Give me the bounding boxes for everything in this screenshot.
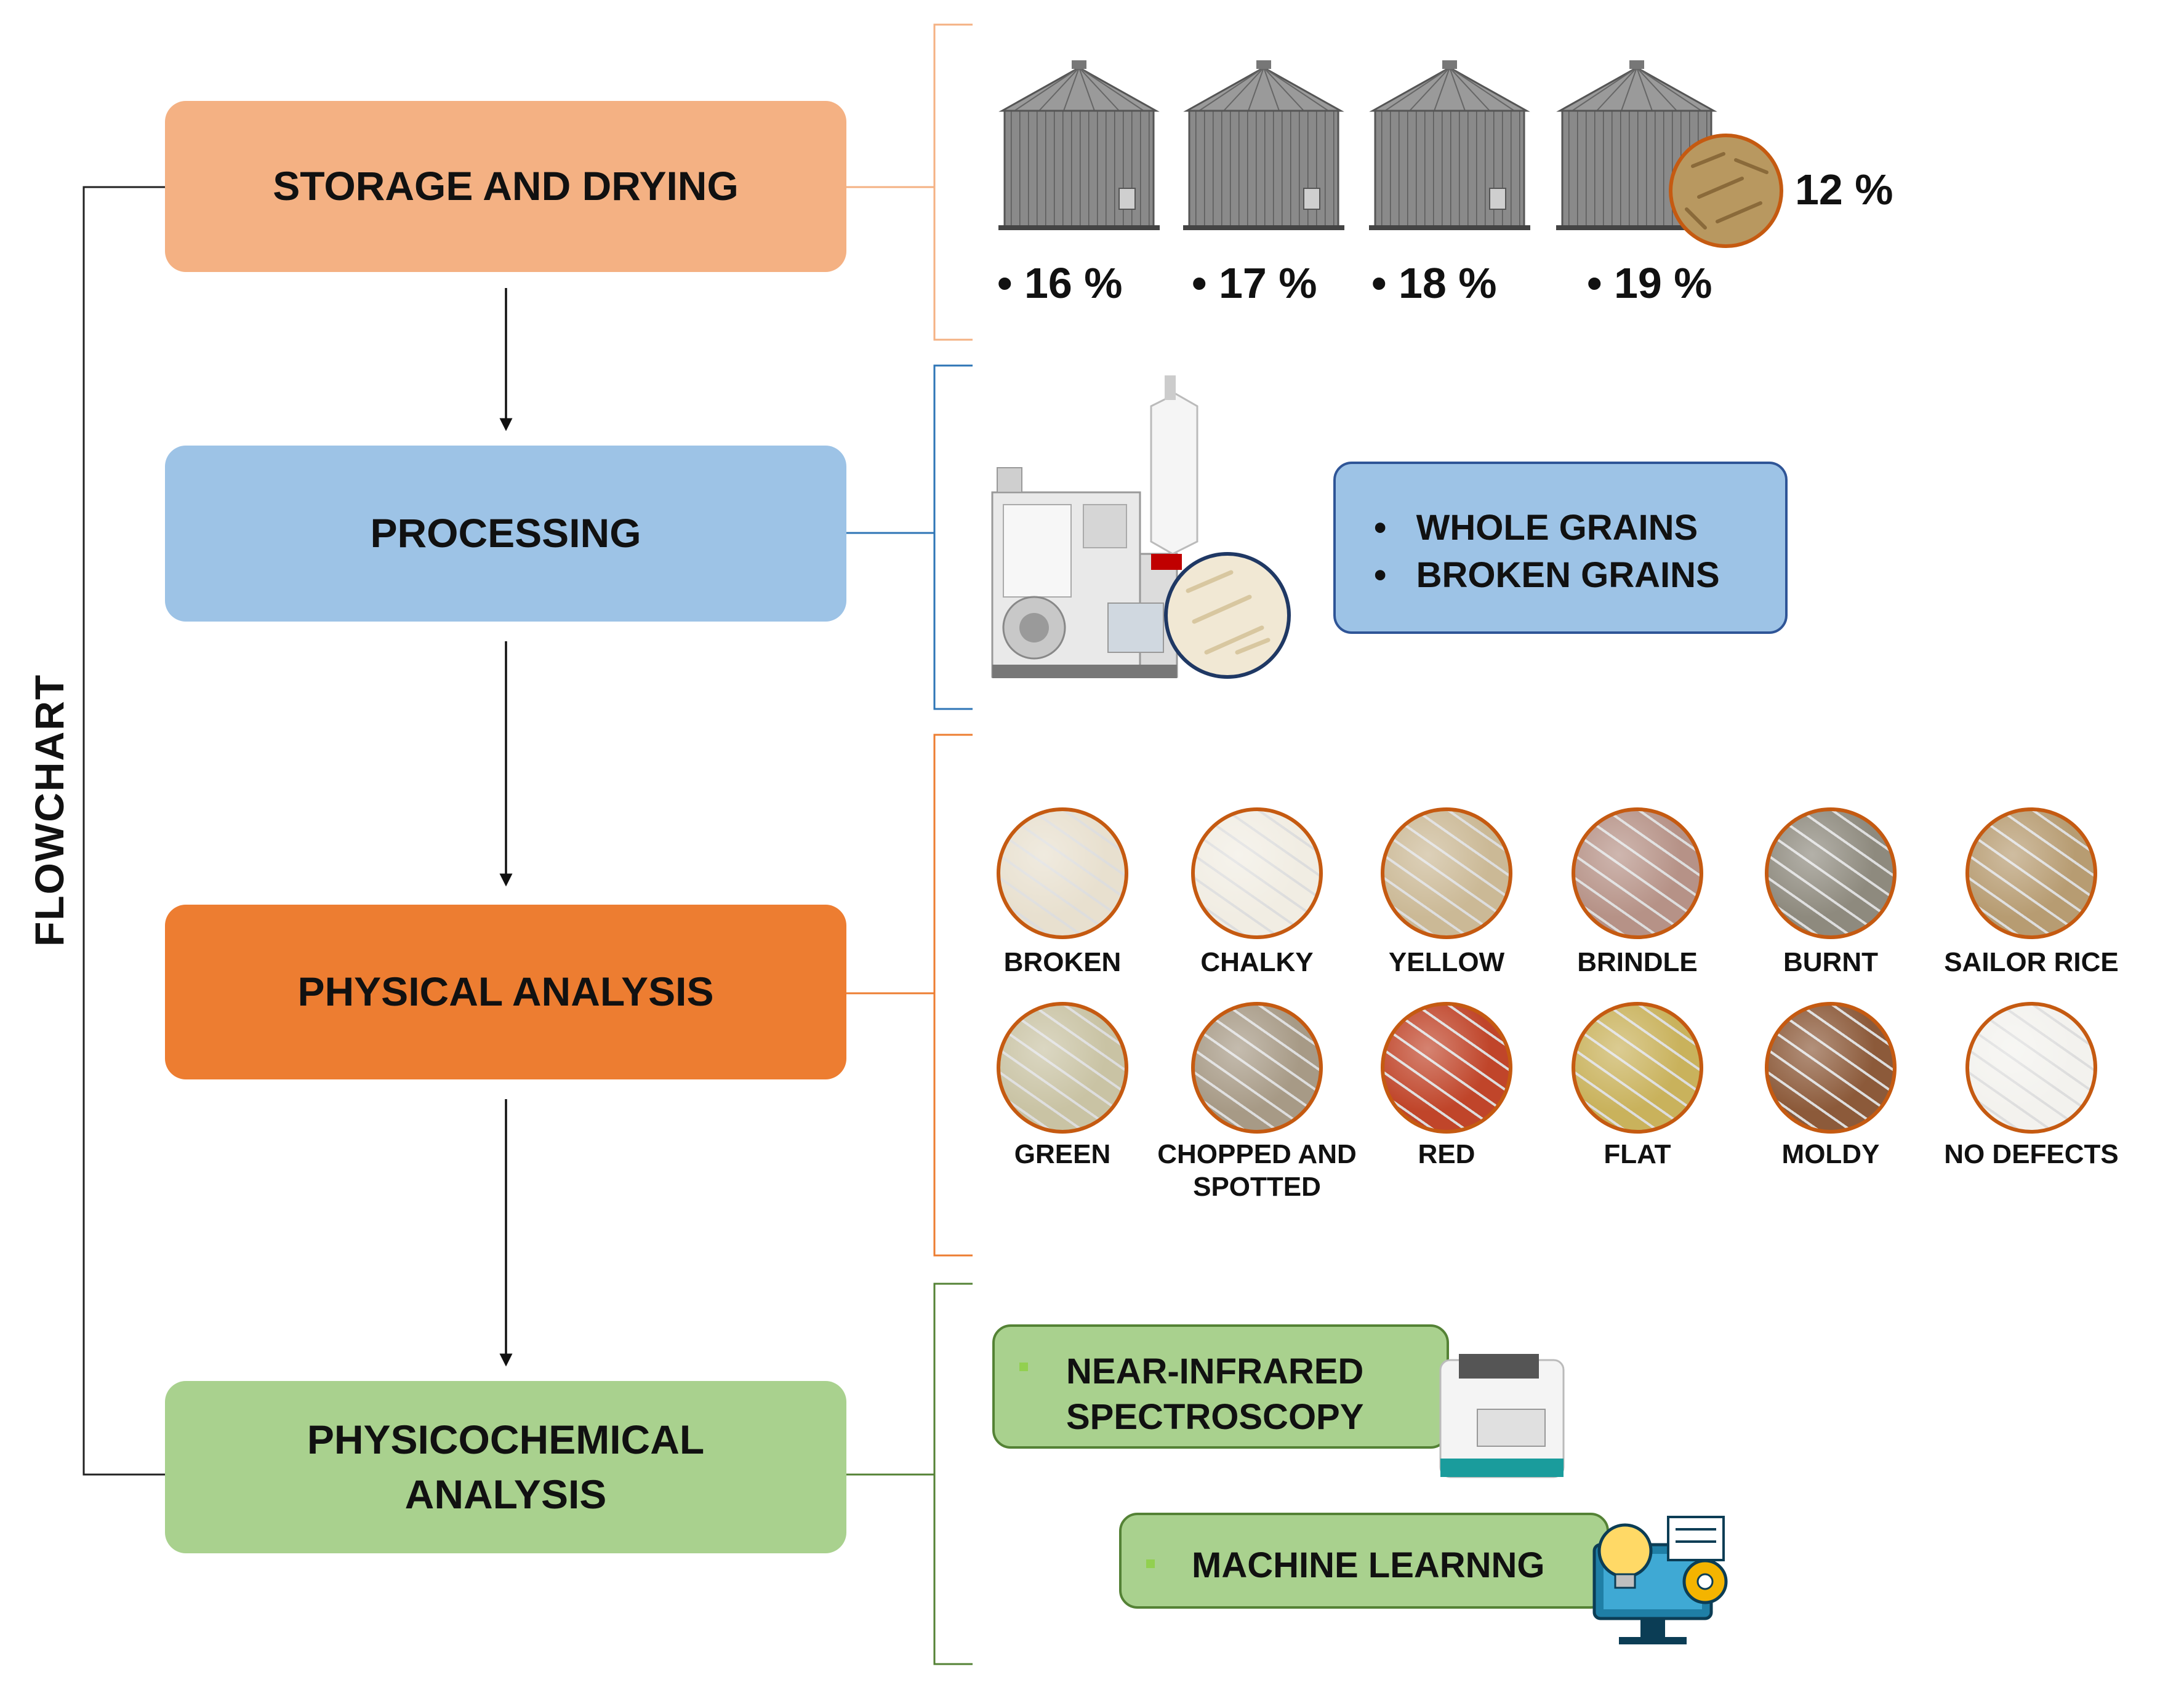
- processing-outputs-box: • WHOLE GRAINS • BROKEN GRAINS: [1333, 462, 1788, 634]
- machine-learning-label: MACHINE LEARNNG: [1192, 1545, 1545, 1585]
- defect-label: MOLDY: [1781, 1139, 1880, 1169]
- defect-label: RED: [1418, 1139, 1475, 1169]
- defect-label: SAILOR RICE: [1944, 947, 2119, 977]
- defect-label: BROKEN: [1003, 947, 1122, 977]
- step-physicochemical-analysis: PHYSICOCHEMICAL ANALYSIS: [165, 1381, 846, 1553]
- nir-label: NEAR-INFRARED SPECTROSCOPY: [1066, 1351, 1364, 1438]
- moisture-19: • 19 %: [1587, 259, 1712, 307]
- defect-label: CHOPPED AND SPOTTED: [1157, 1139, 1357, 1202]
- chopped-spotted-rice-photo: [1191, 1002, 1323, 1134]
- defect-label: YELLOW: [1388, 947, 1505, 977]
- defect-label: BURNT: [1783, 947, 1878, 977]
- machine-learning-icon: [1592, 1516, 1728, 1644]
- step-physical-analysis: PHYSICAL ANALYSIS: [165, 905, 846, 1079]
- moisture-17: • 17 %: [1192, 259, 1317, 307]
- spectrometer-icon: [1439, 1354, 1565, 1478]
- output-broken-grains: • BROKEN GRAINS: [1374, 554, 1720, 595]
- burnt-rice-photo: [1765, 807, 1897, 939]
- green-rice-photo: [997, 1002, 1128, 1134]
- chalky-rice-photo: [1191, 807, 1323, 939]
- processing-bracket: [933, 364, 973, 710]
- physical-bracket: [933, 734, 973, 1257]
- flat-rice-photo: [1572, 1002, 1703, 1134]
- moisture-16: • 16 %: [997, 259, 1123, 307]
- defect-label: BRINDLE: [1577, 947, 1698, 977]
- output-whole-grains: • WHOLE GRAINS: [1374, 508, 1698, 548]
- nir-bullet-icon: [1019, 1363, 1028, 1371]
- moldy-rice-photo: [1765, 1002, 1897, 1134]
- sailor-rice-photo: [1965, 807, 2097, 939]
- physicochemical-bracket: [933, 1283, 973, 1665]
- target-moisture: 12 %: [1795, 166, 1893, 214]
- red-rice-photo: [1381, 1002, 1512, 1134]
- flowchart-bracket: [82, 186, 165, 1476]
- moisture-18: • 18 %: [1371, 259, 1497, 307]
- defect-label: NO DEFECTS: [1944, 1139, 2119, 1169]
- broken-rice-photo: [997, 807, 1128, 939]
- machine-learning-box: MACHINE LEARNNG: [1119, 1513, 1609, 1609]
- nir-box: NEAR-INFRARED SPECTROSCOPY: [992, 1324, 1449, 1449]
- storage-bracket: [933, 23, 973, 341]
- defect-label: FLAT: [1604, 1139, 1671, 1169]
- defect-label: GREEN: [1014, 1139, 1111, 1169]
- brindle-rice-photo: [1572, 807, 1703, 939]
- defect-label: CHALKY: [1200, 947, 1314, 977]
- ml-bullet-icon: [1146, 1559, 1155, 1568]
- step-processing: PROCESSING: [165, 446, 846, 622]
- no-defects-rice-photo: [1965, 1002, 2097, 1134]
- yellow-rice-photo: [1381, 807, 1512, 939]
- step-storage-and-drying: STORAGE AND DRYING: [165, 101, 846, 272]
